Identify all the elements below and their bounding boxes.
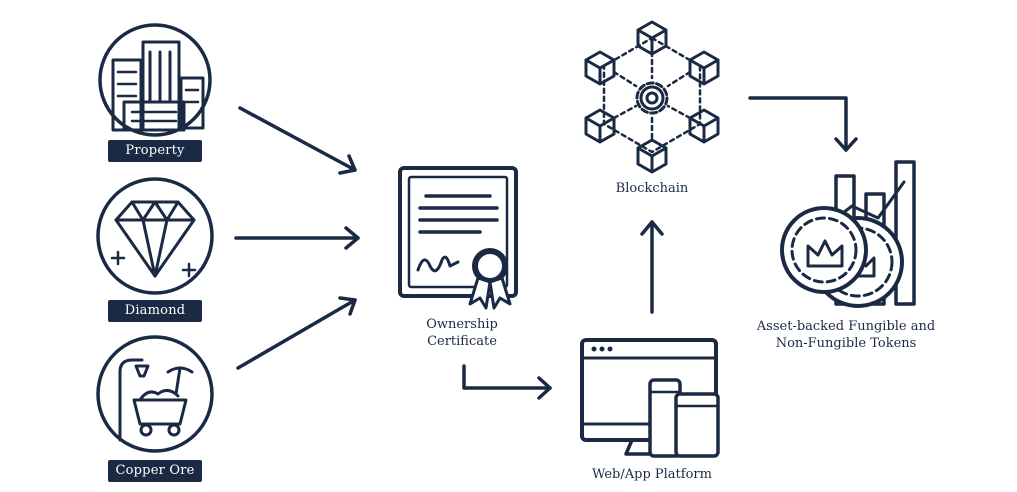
blockchain-icon — [584, 20, 720, 174]
tokens-icon — [780, 160, 916, 308]
arrow-property-to-certificate — [238, 106, 357, 175]
arrow-blockchain-to-tokens — [748, 96, 858, 152]
arrow-copper-ore-to-certificate — [236, 296, 357, 370]
diamond-label: Diamond — [108, 300, 202, 322]
blockchain-caption: Blockchain — [615, 181, 689, 196]
diamond-icon — [96, 177, 214, 295]
tokens-caption: Asset-backed Fungible and Non-Fungible T… — [756, 318, 936, 352]
tokens-caption-line1: Asset-backed Fungible and — [756, 319, 936, 334]
platform-icon — [580, 338, 720, 458]
copper-ore-label: Copper Ore — [108, 460, 202, 482]
certificate-caption: Ownership Certificate — [400, 316, 524, 350]
platform-caption: Web/App Platform — [592, 467, 712, 482]
certificate-caption-line2: Certificate — [427, 334, 497, 349]
arrow-diamond-to-certificate — [234, 226, 360, 250]
arrow-platform-to-blockchain — [640, 220, 664, 314]
tokens-caption-line2: Non-Fungible Tokens — [775, 336, 917, 351]
property-label: Property — [108, 140, 202, 162]
certificate-caption-line1: Ownership — [426, 317, 498, 332]
certificate-icon — [398, 166, 518, 310]
property-icon — [98, 23, 212, 137]
copper-ore-icon — [96, 335, 214, 453]
arrow-certificate-to-platform — [462, 364, 552, 400]
